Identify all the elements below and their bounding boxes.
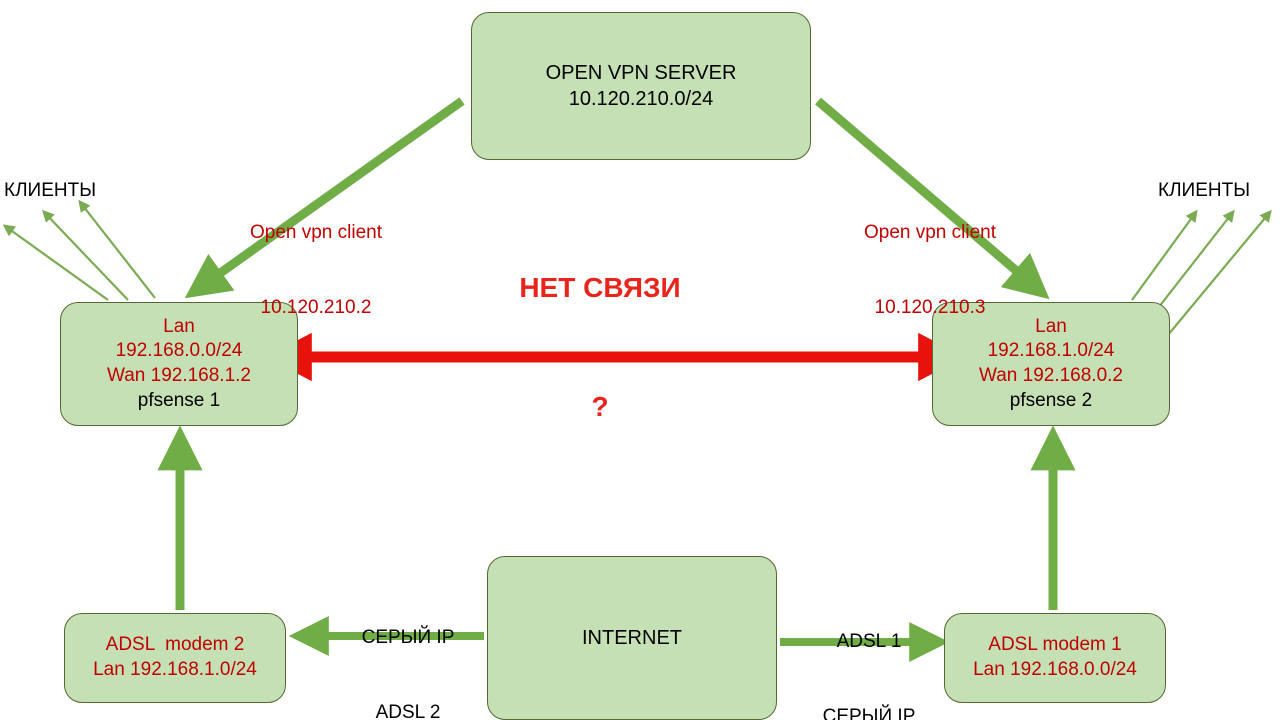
adsl1-right-line2: СЕРЫЙ IP: [822, 706, 916, 720]
pfsense1-name: pfsense 1: [137, 389, 221, 411]
internet-title: INTERNET: [582, 627, 682, 649]
label-clients-left: КЛИЕНТЫ: [4, 180, 97, 201]
pfsense1-wan-address: Wan 192.168.1.2: [106, 365, 251, 386]
vpn-client-left-address: 10.120.210.2: [260, 297, 372, 319]
pfsense2-lan-label: Lan: [1035, 315, 1067, 337]
edge-clients-right-1: [1131, 209, 1198, 301]
node-adsl-modem-1[interactable]: ADSL modem 1 Lan 192.168.0.0/24: [944, 613, 1166, 703]
vpn-server-title: OPEN VPN SERVER: [545, 62, 737, 84]
node-open-vpn-server[interactable]: OPEN VPN SERVER 10.120.210.0/24: [471, 12, 811, 160]
adsl1-right-line1: ADSL 1: [836, 631, 902, 653]
modem1-title: ADSL modem 1: [988, 634, 1122, 656]
edge-clients-right-2: [1154, 209, 1235, 313]
pfsense1-lan-subnet: 192.168.0.0/24: [115, 340, 243, 362]
edge-clients-left-1: [2, 224, 109, 301]
pfsense2-name: pfsense 2: [1009, 389, 1093, 411]
modem2-lan-subnet: Lan 192.168.1.0/24: [93, 659, 257, 680]
vpn-client-left-title: Open vpn client: [249, 222, 383, 244]
modem2-title: ADSL modem 2: [105, 634, 245, 656]
pfsense1-lan-label: Lan: [163, 315, 195, 337]
vpn-client-right-title: Open vpn client: [863, 222, 997, 244]
pfsense2-wan-address: Wan 192.168.0.2: [978, 365, 1123, 386]
node-pfsense-2[interactable]: Lan 192.168.1.0/24 Wan 192.168.0.2 pfsen…: [932, 302, 1170, 426]
label-clients-right: КЛИЕНТЫ: [1158, 180, 1251, 201]
edge-clients-right-3: [1167, 209, 1272, 336]
label-open-vpn-client-right: Open vpn client 10.120.210.3: [843, 170, 1017, 371]
node-adsl-modem-2[interactable]: ADSL modem 2 Lan 192.168.1.0/24: [64, 613, 286, 703]
node-pfsense-1[interactable]: Lan 192.168.0.0/24 Wan 192.168.1.2 pfsen…: [60, 302, 298, 426]
label-adsl1-gray-ip: ADSL 1 СЕРЫЙ IP: [793, 579, 945, 720]
gray-ip-left-line1: СЕРЫЙ IP: [361, 627, 455, 649]
label-no-connection-alert: НЕТ СВЯЗИ ?: [470, 196, 730, 500]
node-internet[interactable]: INTERNET: [487, 556, 777, 720]
no-connection-text: НЕТ СВЯЗИ: [519, 271, 681, 303]
edge-clients-left-2: [42, 209, 129, 301]
modem1-lan-subnet: Lan 192.168.0.0/24: [973, 659, 1137, 680]
no-connection-question-mark: ?: [591, 390, 609, 422]
pfsense2-lan-subnet: 192.168.1.0/24: [987, 340, 1115, 362]
gray-ip-left-line2: ADSL 2: [375, 702, 441, 720]
label-gray-ip-adsl2: СЕРЫЙ IP ADSL 2: [328, 575, 488, 720]
edge-clients-left-3: [78, 199, 156, 299]
vpn-server-subnet: 10.120.210.0/24: [568, 88, 714, 110]
vpn-client-right-address: 10.120.210.3: [874, 297, 986, 319]
label-open-vpn-client-left: Open vpn client 10.120.210.2: [229, 170, 403, 371]
